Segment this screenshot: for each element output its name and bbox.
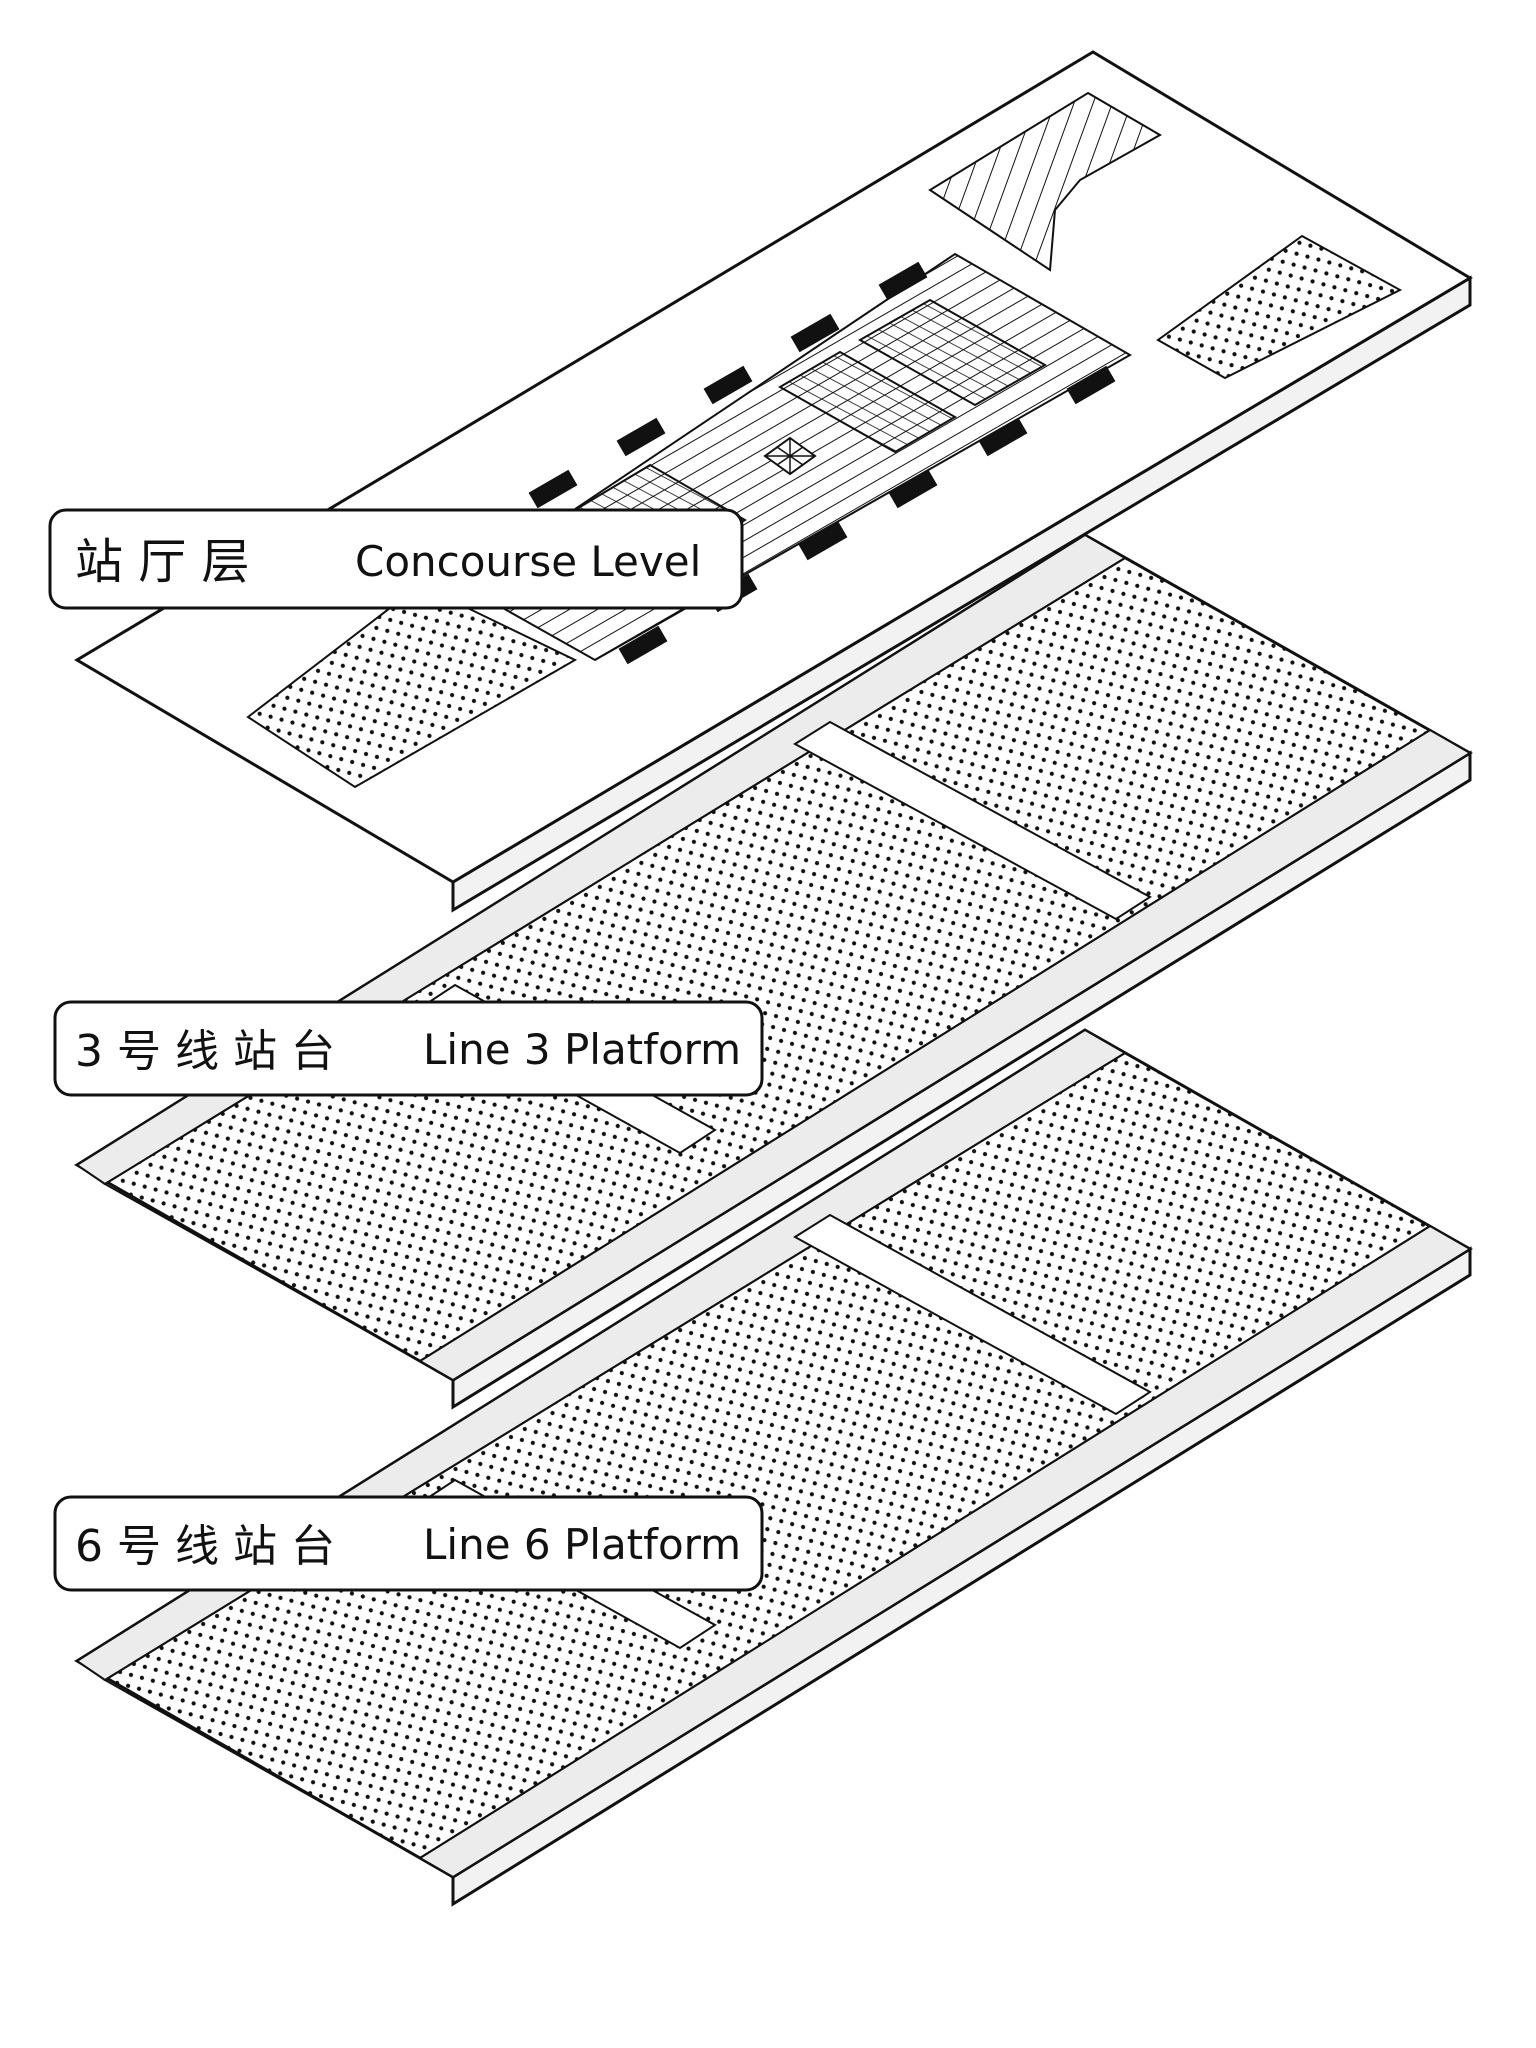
pillar-pad [1066, 365, 1116, 405]
concourse-ticket-hall-block-1 [857, 298, 1048, 407]
pillar-pad [618, 625, 668, 665]
pillar-pad [978, 417, 1028, 457]
label-line6-platform: 6 号 线 站 台 Line 6 Platform [53, 1495, 764, 1592]
pillar-pad [528, 469, 578, 509]
pillar-pad [888, 469, 938, 509]
concourse-dotted-zone-left [246, 583, 578, 789]
concourse-pillar-pads [528, 261, 1116, 665]
label-concourse-en: Concourse Level [355, 537, 701, 586]
pillar-pad [703, 365, 753, 405]
pillar-pad [790, 313, 840, 353]
line3-void-opening-right [793, 720, 1152, 921]
label-line3-zh: 3 号 线 站 台 [75, 1026, 335, 1077]
line3-platform-dotted-floor [103, 556, 1432, 1363]
label-box [53, 1000, 764, 1097]
concourse-ticket-hall-block-2 [777, 350, 958, 454]
label-concourse-zh: 站 厅 层 [75, 534, 250, 590]
label-box [48, 508, 744, 610]
line6-platform-dotted-floor [103, 1051, 1432, 1860]
pillar-pad [878, 261, 928, 301]
label-concourse-level: 站 厅 层 Concourse Level [48, 508, 744, 610]
label-line6-en: Line 6 Platform [423, 1520, 741, 1569]
concourse-staircase [928, 91, 1163, 272]
concourse-dotted-zone-right [1156, 234, 1403, 380]
line3-platform-slab [74, 533, 1473, 1410]
label-line3-platform: 3 号 线 站 台 Line 3 Platform [53, 1000, 764, 1097]
concourse-elevator-box [763, 436, 817, 476]
label-box [53, 1495, 764, 1592]
label-line6-zh: 6 号 线 站 台 [75, 1521, 335, 1572]
label-line3-en: Line 3 Platform [423, 1025, 741, 1074]
pillar-pad [798, 521, 848, 561]
pillar-pad [616, 417, 666, 457]
line6-void-opening-right [793, 1213, 1152, 1416]
